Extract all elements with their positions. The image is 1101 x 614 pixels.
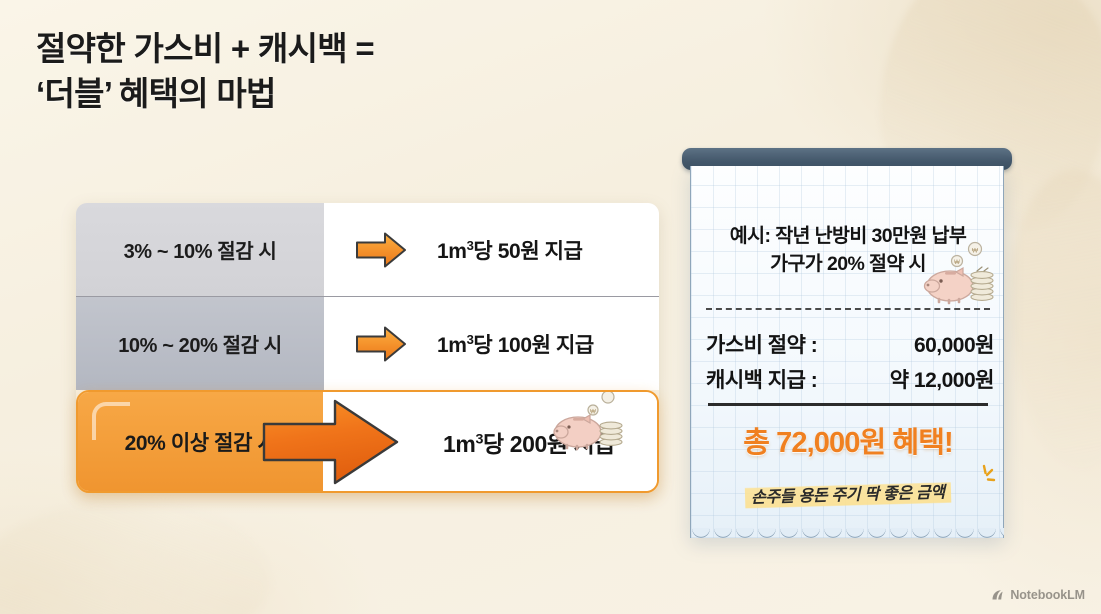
- receipt-scalloped-edge: [690, 528, 1004, 548]
- rate-payout-label: 1m3당 50원 지급: [437, 237, 583, 263]
- rate-payout-label: 1m3당 200원 지급: [443, 430, 616, 457]
- receipt-note-wrapper: 손주들 용돈 주기 딱 좋은 금액: [708, 464, 996, 509]
- receipt-dashed-divider: [706, 308, 990, 310]
- table-row[interactable]: 10% ~ 20% 절감 시 1m3당 100원 지급: [76, 296, 659, 390]
- rate-payout-cell: 1m3당 100원 지급: [324, 297, 659, 390]
- receipt-line-value: 약 12,000원: [889, 369, 995, 392]
- receipt-handwritten-note: 손주들 용돈 주기 딱 좋은 금액: [744, 477, 952, 509]
- notebooklm-logo-icon: [992, 590, 1003, 600]
- receipt-content: 예시: 작년 난방비 30만원 납부 가구가 20% 절약 시 ₩ ₩: [690, 166, 1004, 538]
- receipt-line-label: 캐시백 지급 :: [706, 369, 818, 392]
- rate-condition-label: 10% ~ 20% 절감 시: [118, 335, 282, 357]
- table-row-highlighted[interactable]: 20% 이상 절감 시 1m3당 200원 지급 ₩: [76, 390, 659, 493]
- rate-condition-cell: 3% ~ 10% 절감 시: [76, 203, 324, 296]
- receipt-card: 예시: 작년 난방비 30만원 납부 가구가 20% 절약 시 ₩ ₩: [676, 142, 1018, 558]
- arrow-right-icon: [356, 232, 406, 267]
- background-blob-bottom-left: [0, 500, 270, 614]
- table-row[interactable]: 3% ~ 10% 절감 시 1m3당 50원 지급: [76, 203, 659, 296]
- rate-payout-label: 1m3당 100원 지급: [437, 331, 594, 357]
- sparkle-icon: [982, 464, 996, 482]
- piggy-bank-icon: ₩ ₩: [923, 241, 994, 305]
- svg-text:₩: ₩: [590, 410, 596, 416]
- page-title: 절약한 가스비 + 캐시백 = ‘더블’ 혜택의 마법: [36, 30, 375, 112]
- watermark-label: NotebookLM: [1010, 588, 1085, 602]
- receipt-line-item: 가스비 절약 : 60,000원: [706, 329, 995, 359]
- arrow-right-icon: [262, 399, 399, 484]
- rate-condition-label: 20% 이상 절감 시: [124, 431, 277, 455]
- rate-table: 3% ~ 10% 절감 시 1m3당 50원 지급 10% ~ 20% 절감 시: [76, 203, 659, 493]
- background-blob-right: [1010, 170, 1101, 470]
- rate-payout-cell: 1m3당 200원 지급 ₩: [262, 392, 657, 491]
- receipt-total-amount: 총 72,000원 혜택!: [743, 427, 953, 459]
- arrow-right-icon: [356, 326, 406, 361]
- receipt-line-value: 60,000원: [913, 334, 995, 357]
- notebooklm-watermark: NotebookLM: [991, 588, 1085, 602]
- svg-text:₩: ₩: [972, 248, 979, 255]
- rate-condition-label: 3% ~ 10% 절감 시: [123, 241, 277, 263]
- receipt-grid-paper: [690, 166, 1004, 538]
- receipt-line-label: 가스비 절약 :: [706, 334, 818, 357]
- receipt-example-text: 예시: 작년 난방비 30만원 납부 가구가 20% 절약 시: [729, 225, 967, 275]
- svg-text:₩: ₩: [954, 260, 960, 266]
- piggy-bank-icon: ₩: [553, 392, 623, 451]
- receipt-line-item: 캐시백 지급 : 약 12,000원: [706, 364, 995, 394]
- rate-payout-cell: 1m3당 50원 지급: [324, 203, 659, 296]
- receipt-solid-divider: [708, 403, 988, 406]
- rate-condition-cell: 10% ~ 20% 절감 시: [76, 297, 324, 390]
